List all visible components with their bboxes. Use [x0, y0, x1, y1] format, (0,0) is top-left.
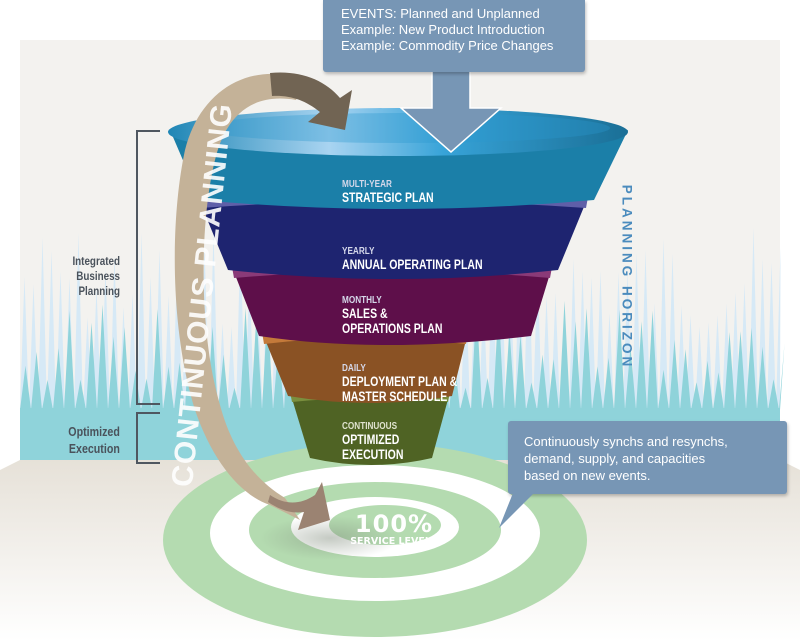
sync-callout-line: demand, supply, and capacities — [524, 451, 706, 466]
service-level-text: 100% SERVICE LEVELS — [334, 512, 454, 547]
planning-horizon-label: PLANNING HORIZON — [619, 184, 635, 370]
tier-label-daily: DAILY DEPLOYMENT PLAN & MASTER SCHEDULE — [342, 362, 458, 404]
events-callout: EVENTS: Planned and Unplanned Example: N… — [323, 0, 585, 72]
sync-callout: Continuously synchs and resynchs, demand… — [508, 421, 787, 494]
events-callout-line: Example: New Product Introduction — [341, 22, 545, 37]
funnel-top-rim — [168, 108, 628, 156]
funnel-tier-daily — [262, 332, 468, 403]
sync-callout-pointer — [499, 488, 539, 528]
funnel-tier-monthly — [232, 267, 552, 345]
funnel-tier-execution — [290, 392, 450, 465]
sync-callout-line: based on new events. — [524, 468, 651, 483]
tier-label-multi-year: MULTI-YEAR STRATEGIC PLAN — [342, 178, 434, 205]
events-callout-line: EVENTS: Planned and Unplanned — [341, 6, 540, 21]
funnel-tier-yearly — [198, 197, 588, 279]
continuous-planning-arrow — [174, 72, 352, 530]
tier-label-monthly: MONTHLY SALES & OPERATIONS PLAN — [342, 294, 443, 336]
optimized-execution-bracket — [136, 412, 160, 464]
events-callout-line: Example: Commodity Price Changes — [341, 38, 554, 53]
optimized-execution-label: Optimized Execution — [68, 424, 120, 456]
spike-shape — [20, 227, 781, 410]
service-level-caption: SERVICE LEVELS — [350, 536, 438, 547]
events-arrow — [399, 69, 503, 153]
service-level-value: 100% — [354, 510, 434, 538]
integrated-business-planning-label: Integrated Business Planning — [72, 254, 120, 298]
horizon-spikes-light — [20, 227, 781, 410]
planning-funnel — [168, 108, 628, 465]
sync-callout-line: Continuously synchs and resynchs, — [524, 434, 728, 449]
tier-label-yearly: YEARLY ANNUAL OPERATING PLAN — [342, 245, 483, 272]
integrated-planning-bracket — [136, 130, 160, 405]
tier-label-continuous: CONTINUOUS OPTIMIZED EXECUTION — [342, 420, 404, 462]
